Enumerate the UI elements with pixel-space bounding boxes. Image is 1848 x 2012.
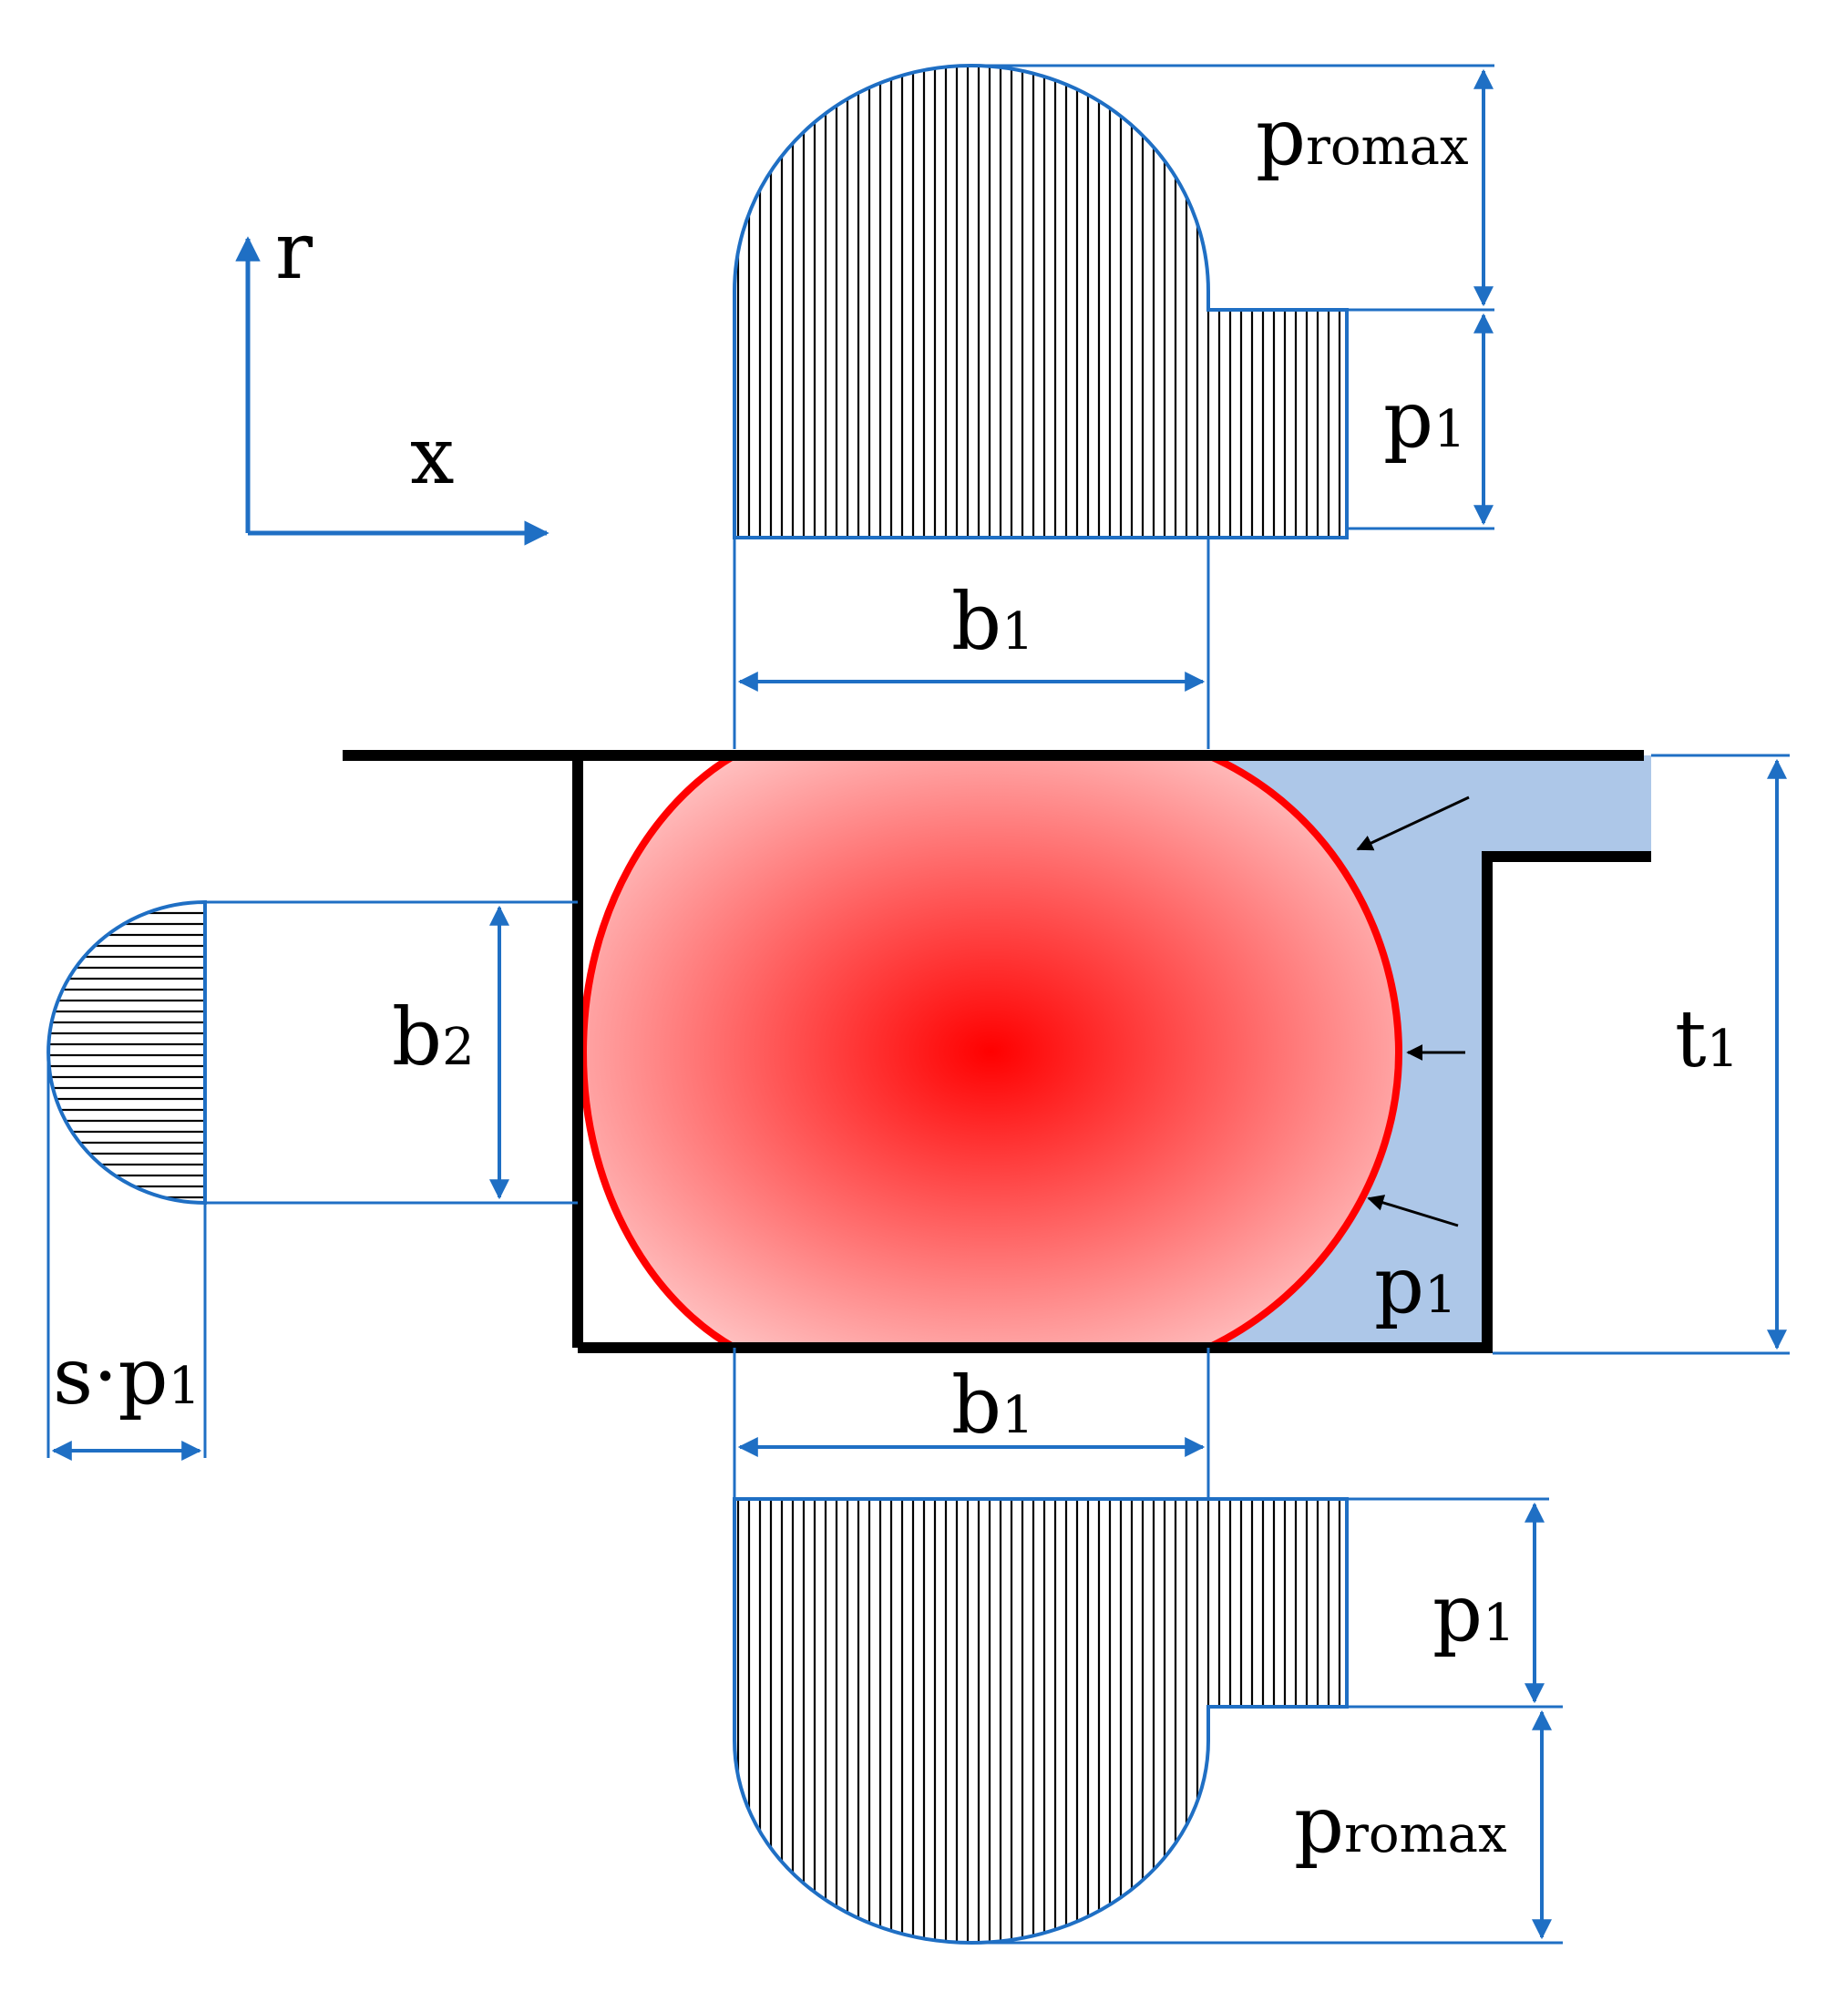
b1-top-label: b1	[951, 577, 1034, 668]
promax-bottom-label: promax	[1294, 1780, 1507, 1871]
bottom-pressure-shape	[733, 1497, 1349, 1945]
sp1-label: s·p1	[53, 1331, 200, 1422]
p1-top-label: p1	[1383, 375, 1466, 466]
r-axis-label: r	[275, 206, 313, 297]
bottom-dimensions-p	[971, 1497, 1563, 1945]
p1-bottom-label: p1	[1432, 1568, 1515, 1659]
b2-label: b2	[392, 992, 475, 1083]
bottom-pressure-profile	[733, 1497, 1349, 1945]
left-pressure-profile	[46, 899, 578, 1461]
promax-top-label: promax	[1256, 92, 1469, 183]
t1-label: t1	[1675, 994, 1739, 1085]
left-pressure-shape	[46, 899, 207, 1206]
b1-bottom-label: b1	[951, 1360, 1034, 1452]
seal-cross-section	[579, 752, 1403, 1351]
x-axis-label: x	[410, 411, 455, 502]
bottom-dimensions-b1	[733, 1348, 1210, 1499]
groove-assembly	[343, 750, 1651, 1353]
p1-inner-label: p1	[1374, 1240, 1457, 1331]
top-dimensions	[733, 64, 1494, 749]
t1-dimension	[1493, 754, 1790, 1355]
pressure-arrow-1	[1356, 796, 1470, 851]
axes-group: r x	[235, 206, 549, 546]
pressure-arrow-3	[1367, 1195, 1459, 1227]
